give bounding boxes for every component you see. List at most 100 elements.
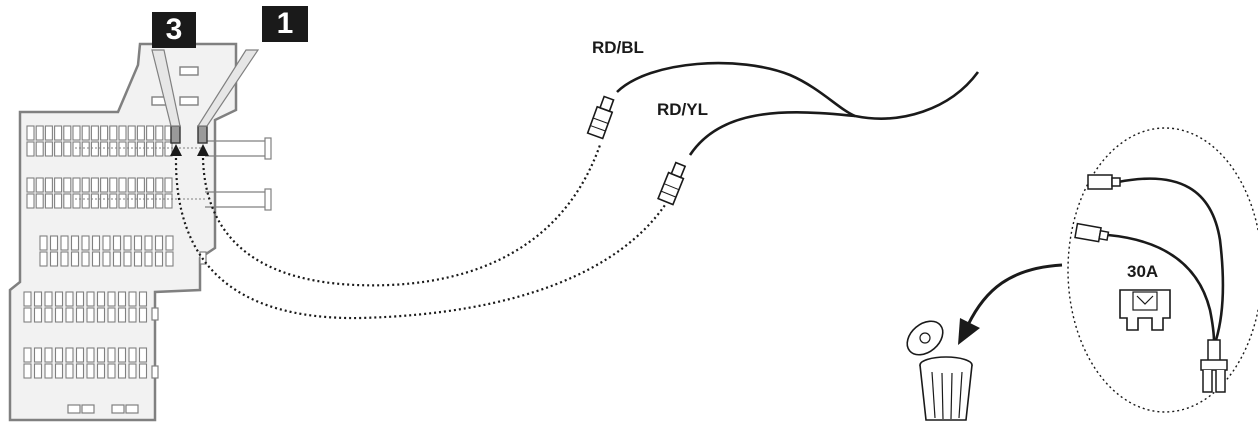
fuse-slot — [63, 177, 72, 193]
fuse-slot — [100, 177, 109, 193]
fuse-slot — [164, 177, 173, 193]
fuse-slot — [90, 177, 99, 193]
fuse-slot — [109, 193, 118, 209]
fuse-slot — [72, 141, 81, 157]
fuse-slot — [23, 363, 32, 379]
fuse-wire-lower — [1107, 233, 1216, 343]
wire-label-rd-yl: RD/YL — [657, 100, 708, 119]
fuse-slot — [107, 291, 116, 307]
fuse-slot — [107, 347, 116, 363]
fuse-slot — [90, 193, 99, 209]
fuse-slot — [117, 363, 127, 379]
fuse-rating-label: 30A — [1127, 262, 1159, 281]
callout-1-pointer — [196, 49, 260, 127]
wire-rd-yl — [688, 111, 856, 156]
fuse-slot — [70, 251, 80, 267]
fuse-slot — [90, 141, 99, 157]
fuse-slot — [100, 193, 109, 209]
fuse-slot — [44, 177, 53, 193]
fuse-slot — [86, 363, 95, 379]
fuse-slot — [54, 347, 64, 363]
arrowhead-slot-1 — [197, 144, 209, 156]
fuse-slot — [72, 193, 81, 209]
fuse-slot — [123, 251, 132, 267]
fuse-slot — [44, 141, 53, 157]
connector-icon — [1074, 222, 1110, 243]
fuse-slot — [164, 193, 173, 209]
fuse-slot — [63, 193, 72, 209]
fuse-slot — [96, 307, 106, 323]
fuse-slot — [136, 193, 145, 209]
callout-1-label: 1 — [262, 6, 308, 42]
fuse-slot — [91, 235, 101, 251]
fuse-slot — [54, 125, 63, 141]
fuse-slot — [86, 347, 95, 363]
fuse-slot — [117, 291, 127, 307]
fuse-slot — [96, 347, 106, 363]
fuse-slot — [146, 177, 155, 193]
fuse-slot — [96, 363, 106, 379]
fuse-slot — [138, 363, 148, 379]
fuse-slot — [23, 307, 32, 323]
fuse-slot — [81, 193, 90, 209]
connector-icon — [657, 161, 687, 206]
fuse-slot — [133, 235, 143, 251]
fuse-slot — [138, 347, 148, 363]
fuse-slot — [44, 307, 53, 323]
fuse-slot — [33, 291, 43, 307]
fuse-slot — [54, 291, 64, 307]
fuse-slot — [133, 251, 143, 267]
fuse-slot — [54, 177, 63, 193]
fuse-slot — [86, 291, 95, 307]
fuse-slot — [136, 125, 145, 141]
fuse-slot — [72, 177, 81, 193]
fuse-slot-grid — [23, 125, 174, 379]
fuse-slot — [144, 235, 153, 251]
fuse-slot — [81, 177, 90, 193]
route-line-rd-yl — [174, 157, 666, 320]
fuse-slot — [23, 291, 32, 307]
fuse-slot — [70, 235, 80, 251]
fuse-slot — [91, 251, 101, 267]
fuse-slot — [49, 251, 59, 267]
fuse-box-icon — [8, 42, 272, 422]
fuse-slot — [136, 177, 145, 193]
fuse-slot — [44, 291, 53, 307]
fuse-slot — [112, 251, 122, 267]
fuse-slot — [123, 235, 132, 251]
fuse-slot — [44, 363, 53, 379]
fuse-slot — [54, 363, 64, 379]
fuse-slot — [81, 141, 90, 157]
fuse-slot — [138, 307, 148, 323]
fuse-slot — [112, 235, 122, 251]
route-line-rd-bl — [201, 144, 602, 287]
fuse-slot — [155, 125, 164, 141]
fuse-slot — [128, 363, 137, 379]
fuse-slot — [146, 193, 155, 209]
fuse-slot — [60, 235, 69, 251]
fuse-slot — [155, 177, 164, 193]
fuse-slot — [54, 141, 63, 157]
fuse-slot — [144, 251, 153, 267]
fuse-slot — [102, 251, 111, 267]
fuse-slot — [127, 125, 136, 141]
arrowhead-slot-3 — [170, 144, 182, 156]
fuse-slot — [35, 177, 44, 193]
fuse-slot — [127, 177, 136, 193]
fuse-slot — [44, 347, 53, 363]
fuse-slot — [33, 347, 43, 363]
blade-fuse-icon — [1119, 289, 1171, 331]
fuse-slot — [81, 125, 90, 141]
fuse-slot — [165, 251, 174, 267]
callout-3-label: 3 — [152, 12, 196, 48]
fuse-slot — [63, 141, 72, 157]
fuse-slot — [81, 235, 90, 251]
fuse-slot — [35, 125, 44, 141]
fuse-slot — [155, 141, 164, 157]
fuse-slot — [39, 251, 48, 267]
fuse-slot — [75, 291, 85, 307]
fuse-slot — [118, 141, 127, 157]
fuse-slot — [155, 193, 164, 209]
